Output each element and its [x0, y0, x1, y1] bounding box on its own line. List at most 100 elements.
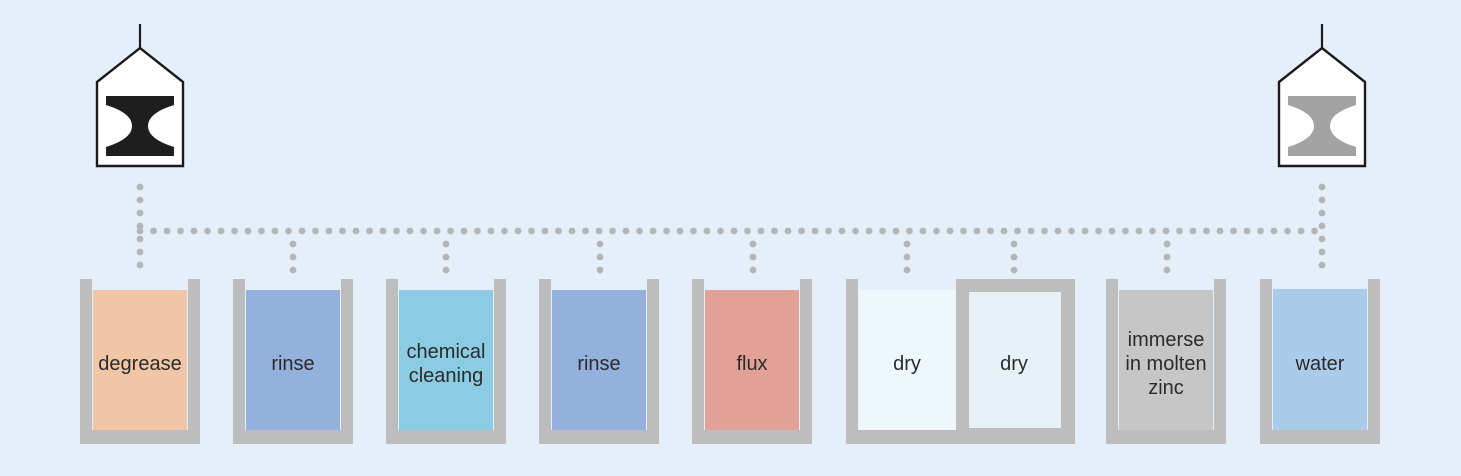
- tank-outline: [233, 279, 353, 444]
- path-dot: [798, 227, 805, 235]
- path-dot: [442, 240, 450, 248]
- path-dot: [1108, 227, 1116, 235]
- conveyor-dotted-path: [136, 183, 1326, 274]
- path-dot: [474, 227, 481, 235]
- path-dot: [595, 227, 603, 235]
- path-dot: [838, 227, 846, 235]
- path-dot: [1230, 227, 1237, 235]
- path-dot: [1318, 261, 1326, 269]
- path-dot: [1318, 183, 1326, 191]
- tank-liquid: [705, 290, 799, 430]
- path-dot: [514, 227, 522, 235]
- dry-chamber-2: [969, 292, 1061, 428]
- tank-outline: [80, 279, 200, 444]
- tank-label-line: rinse: [577, 353, 620, 375]
- path-dot: [217, 227, 225, 235]
- tank-liquid: [93, 290, 187, 430]
- tank-water: water: [1260, 279, 1380, 444]
- tank-label-line: zinc: [1148, 377, 1184, 399]
- path-dot: [1000, 227, 1008, 235]
- path-dot: [1318, 196, 1326, 204]
- path-dot: [136, 196, 144, 204]
- steel-beam-icon: [106, 96, 174, 156]
- path-dot: [1318, 248, 1326, 256]
- tank-liquid: [246, 290, 340, 430]
- tank-label-dry-2: dry: [1000, 353, 1028, 375]
- path-dot: [744, 227, 751, 235]
- tank-degrease: degrease: [80, 279, 200, 444]
- path-dot: [636, 227, 643, 235]
- path-dot: [1318, 209, 1326, 217]
- path-dot: [903, 266, 911, 274]
- path-dot: [1318, 222, 1326, 230]
- tank-label-line: chemical: [407, 341, 486, 363]
- path-dot: [136, 235, 144, 243]
- path-dot: [289, 253, 297, 261]
- path-dot: [312, 227, 319, 235]
- path-dot: [1216, 227, 1224, 235]
- path-dot: [825, 227, 832, 235]
- path-dot: [1297, 227, 1305, 235]
- path-dot: [1054, 227, 1062, 235]
- tank-label-line: water: [1295, 353, 1345, 375]
- path-dot: [190, 227, 198, 235]
- tank-outline: [386, 279, 506, 444]
- path-dot: [946, 227, 954, 235]
- steel-beam-icon: [1288, 96, 1356, 156]
- path-dot: [1081, 227, 1089, 235]
- hoist-end: [1277, 24, 1367, 168]
- tank-label-water: water: [1295, 353, 1345, 375]
- path-dot: [892, 227, 900, 235]
- tank-outline: [692, 279, 812, 444]
- tank-label-line: in molten: [1125, 353, 1206, 375]
- path-dot: [325, 227, 333, 235]
- path-dot: [703, 227, 711, 235]
- hoist-layer: [95, 24, 1367, 168]
- tank-label-degrease: degrease: [98, 353, 181, 375]
- path-dot: [622, 227, 630, 235]
- path-dot: [649, 227, 657, 235]
- tank-label-line: dry: [1000, 353, 1028, 375]
- path-dot: [1027, 227, 1035, 235]
- path-dot: [596, 240, 604, 248]
- tank-label-rinse-2: rinse: [577, 353, 620, 375]
- tank-label-line: degrease: [98, 353, 181, 375]
- path-dot: [244, 227, 252, 235]
- path-dot: [442, 266, 450, 274]
- tank-outline: [1260, 279, 1380, 444]
- path-dot: [298, 227, 306, 235]
- path-dot: [442, 253, 450, 261]
- path-dot: [987, 227, 994, 235]
- path-dot: [285, 227, 292, 235]
- tank-outline: [539, 279, 659, 444]
- path-dot: [1163, 240, 1171, 248]
- path-dot: [749, 266, 757, 274]
- path-dot: [1162, 227, 1170, 235]
- path-dot: [852, 227, 859, 235]
- path-dot: [163, 227, 171, 235]
- path-dot: [690, 227, 697, 235]
- path-dot: [501, 227, 508, 235]
- tank-label-dry-1: dry: [893, 353, 921, 375]
- path-dot: [289, 240, 297, 248]
- path-dot: [379, 227, 387, 235]
- path-dot: [1068, 227, 1075, 235]
- path-dot: [541, 227, 549, 235]
- path-dot: [811, 227, 819, 235]
- path-dot: [447, 227, 454, 235]
- path-dot: [933, 227, 940, 235]
- path-dot: [406, 227, 414, 235]
- path-dot: [582, 227, 589, 235]
- path-dot: [879, 227, 886, 235]
- path-dot: [555, 227, 562, 235]
- path-dot: [771, 227, 778, 235]
- path-dot: [177, 227, 184, 235]
- path-dot: [150, 227, 157, 235]
- path-dot: [1318, 235, 1326, 243]
